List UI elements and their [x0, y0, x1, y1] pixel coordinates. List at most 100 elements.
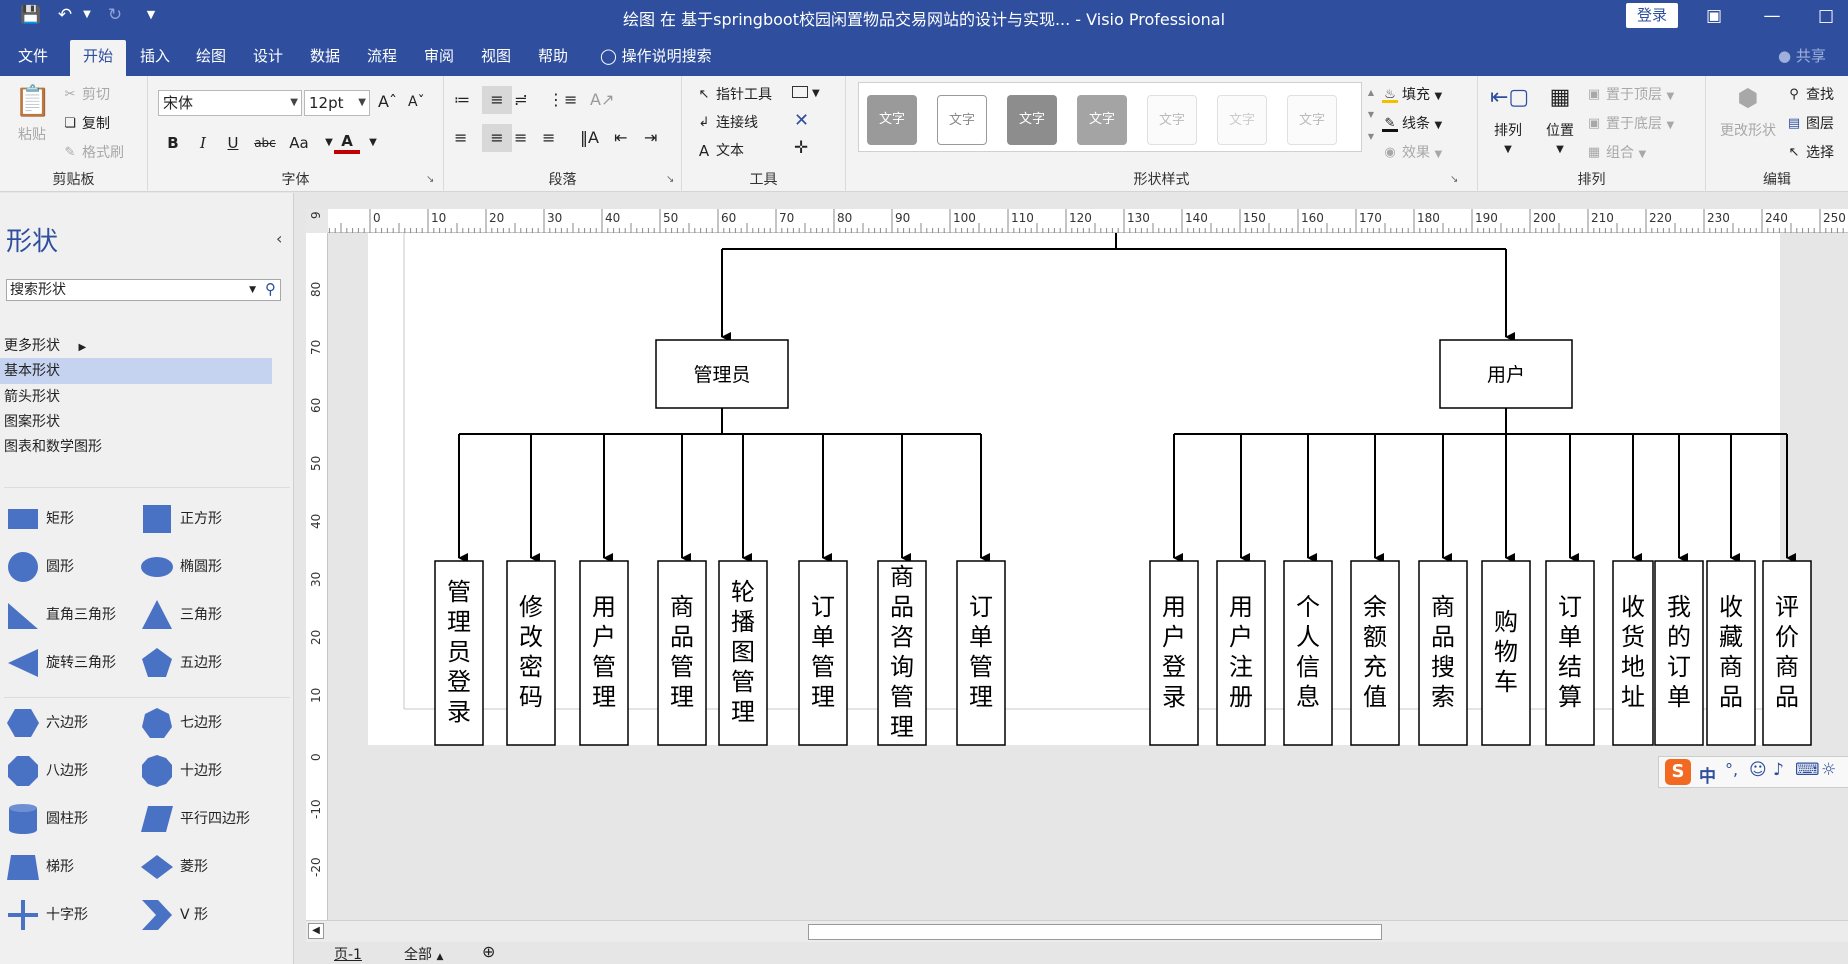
login-button[interactable]: 登录	[1626, 3, 1678, 28]
microphone-icon[interactable]: ♪	[1773, 760, 1784, 780]
pointer-tool-button[interactable]: ↖指针工具	[696, 84, 772, 104]
sogou-logo-icon[interactable]: S	[1665, 759, 1691, 785]
drawing-canvas[interactable]: 管理员用户管理员登录修改密码用户管理商品管理轮播图管理订单管理商品咨询管理订单管…	[328, 233, 1848, 920]
position-button[interactable]: ▦ 位置▼	[1538, 80, 1582, 156]
bring-to-front-button[interactable]: ▣置于顶层 ▼	[1587, 87, 1675, 103]
font-color-button[interactable]: A	[334, 130, 360, 154]
grow-font-icon[interactable]: Aˆ	[378, 92, 397, 111]
keyboard-icon[interactable]: ⌨	[1795, 760, 1820, 780]
paste-button[interactable]: 📋 粘贴	[14, 84, 52, 143]
save-icon[interactable]: 💾	[20, 5, 42, 25]
decrease-indent-icon[interactable]: ⇤	[614, 128, 628, 147]
send-to-back-button[interactable]: ▣置于底层 ▼	[1587, 116, 1675, 132]
style-swatch[interactable]: 文字	[1077, 95, 1127, 145]
stencil-pattern-shapes[interactable]: 图案形状	[4, 414, 60, 430]
align-top-icon[interactable]: ≔	[454, 90, 470, 109]
customize-toolbar-icon[interactable]: ▼	[146, 8, 156, 21]
style-swatch[interactable]: 文字	[1147, 95, 1197, 145]
tab-view[interactable]: 视图	[480, 47, 511, 65]
effects-button[interactable]: ◉效果 ▼	[1382, 142, 1442, 162]
increase-indent-icon[interactable]: ⇥	[644, 128, 658, 147]
align-right-icon[interactable]: ≡	[514, 128, 528, 147]
italic-button[interactable]: I	[200, 134, 206, 152]
align-middle-icon[interactable]: ≡	[482, 86, 512, 114]
close-icon[interactable]: ✕	[794, 110, 810, 131]
stencil-chart-shapes[interactable]: 图表和数学图形	[4, 439, 102, 455]
copy-button[interactable]: ❏复制	[62, 113, 110, 133]
format-painter-button[interactable]: ✎格式刷	[62, 142, 124, 162]
arrange-button[interactable]: ⇤▢ 排列▼	[1486, 80, 1530, 156]
font-name-select[interactable]: 宋体▼	[158, 90, 302, 116]
share-button[interactable]: ● 共享	[1778, 47, 1826, 65]
scroll-thumb[interactable]	[808, 924, 1382, 940]
stencil-more-shapes[interactable]: 更多形状 ▶	[4, 338, 87, 354]
vertical-text-icon[interactable]: ‖A	[580, 128, 599, 147]
emoji-icon[interactable]: ☺	[1749, 760, 1767, 780]
style-swatch[interactable]: 文字	[1287, 95, 1337, 145]
stencil-basic-shapes[interactable]: 基本形状	[0, 358, 272, 384]
dialog-launcher-icon[interactable]: ↘	[426, 174, 435, 185]
page-tab-1[interactable]: 页-1	[334, 947, 362, 963]
text-direction-icon[interactable]: A↗	[590, 90, 615, 109]
group-button[interactable]: ▦组合 ▼	[1587, 145, 1647, 161]
dialog-launcher-icon[interactable]: ↘	[666, 174, 675, 185]
skin-icon[interactable]: ☼	[1821, 760, 1837, 780]
search-icon[interactable]: ⚲	[265, 280, 276, 298]
maximize-icon[interactable]: □	[1817, 6, 1835, 26]
undo-icon[interactable]: ↶	[57, 5, 73, 25]
shrink-font-icon[interactable]: Aˇ	[408, 94, 425, 110]
align-left-icon[interactable]: ≡	[454, 128, 468, 147]
style-swatch[interactable]: 文字	[1217, 95, 1267, 145]
find-button[interactable]: ⚲查找	[1786, 84, 1834, 104]
line-button[interactable]: ✎线条 ▼	[1382, 113, 1442, 133]
underline-button[interactable]: U	[227, 134, 239, 152]
ribbon-display-options-icon[interactable]: ▣	[1705, 6, 1723, 26]
fill-button[interactable]: ♨填充 ▼	[1382, 84, 1442, 104]
chevron-down-icon[interactable]: ▼	[369, 137, 377, 148]
align-center-icon[interactable]: ≡	[482, 124, 512, 152]
bullets-icon[interactable]: ⋮≡	[548, 90, 578, 109]
connection-point-icon[interactable]: ✛	[794, 138, 809, 158]
stencil-arrow-shapes[interactable]: 箭头形状	[4, 389, 60, 405]
tab-insert[interactable]: 插入	[139, 47, 170, 65]
add-page-icon[interactable]: ⊕	[482, 942, 496, 961]
tab-file[interactable]: 文件	[17, 47, 48, 65]
style-swatch[interactable]: 文字	[867, 95, 917, 145]
tab-help[interactable]: 帮助	[537, 47, 568, 65]
connector-button[interactable]: ↲连接线	[696, 112, 758, 132]
style-swatch[interactable]: 文字	[937, 95, 987, 145]
collapse-pane-icon[interactable]: ‹	[276, 229, 283, 248]
scroll-left-icon[interactable]: ◀	[308, 923, 324, 939]
strikethrough-button[interactable]: abc	[254, 136, 276, 150]
minimize-icon[interactable]: —	[1763, 6, 1781, 26]
bold-button[interactable]: B	[167, 134, 179, 152]
justify-icon[interactable]: ≡	[542, 128, 556, 147]
align-bottom-icon[interactable]: ≓	[514, 90, 528, 109]
style-swatch[interactable]: 文字	[1007, 95, 1057, 145]
cut-button[interactable]: ✂剪切	[62, 84, 110, 104]
tab-draw[interactable]: 绘图	[195, 47, 226, 65]
all-pages-tab[interactable]: 全部 ▲	[404, 947, 444, 963]
tab-review[interactable]: 审阅	[423, 47, 454, 65]
change-case-button[interactable]: Aa	[289, 134, 309, 152]
tab-home[interactable]: 开始	[70, 40, 126, 76]
redo-icon[interactable]: ↻	[107, 5, 123, 25]
layers-button[interactable]: ▤图层	[1787, 116, 1834, 132]
punctuation-icon[interactable]: °,	[1725, 760, 1739, 779]
ime-mode-label[interactable]: 中	[1699, 767, 1716, 787]
chevron-down-icon[interactable]: ▼	[249, 285, 256, 295]
tell-me-search[interactable]: ◯ 操作说明搜索	[600, 47, 712, 65]
change-shape-button[interactable]: ⬢ 更改形状	[1716, 80, 1780, 140]
chevron-down-icon[interactable]: ▼	[325, 137, 333, 148]
gallery-scroll[interactable]: ▲▼▼	[1367, 88, 1375, 141]
tab-design[interactable]: 设计	[252, 47, 283, 65]
select-button[interactable]: ↖选择	[1786, 142, 1834, 162]
dialog-launcher-icon[interactable]: ↘	[1450, 174, 1459, 185]
tab-data[interactable]: 数据	[309, 47, 340, 65]
font-size-select[interactable]: 12pt▼	[304, 90, 370, 116]
search-shapes-input[interactable]: 搜索形状 ▼ ⚲	[6, 279, 281, 301]
tab-process[interactable]: 流程	[366, 47, 397, 65]
rectangle-tool-button[interactable]: ▼	[792, 84, 820, 100]
undo-dropdown-icon[interactable]: ▼	[83, 9, 91, 20]
